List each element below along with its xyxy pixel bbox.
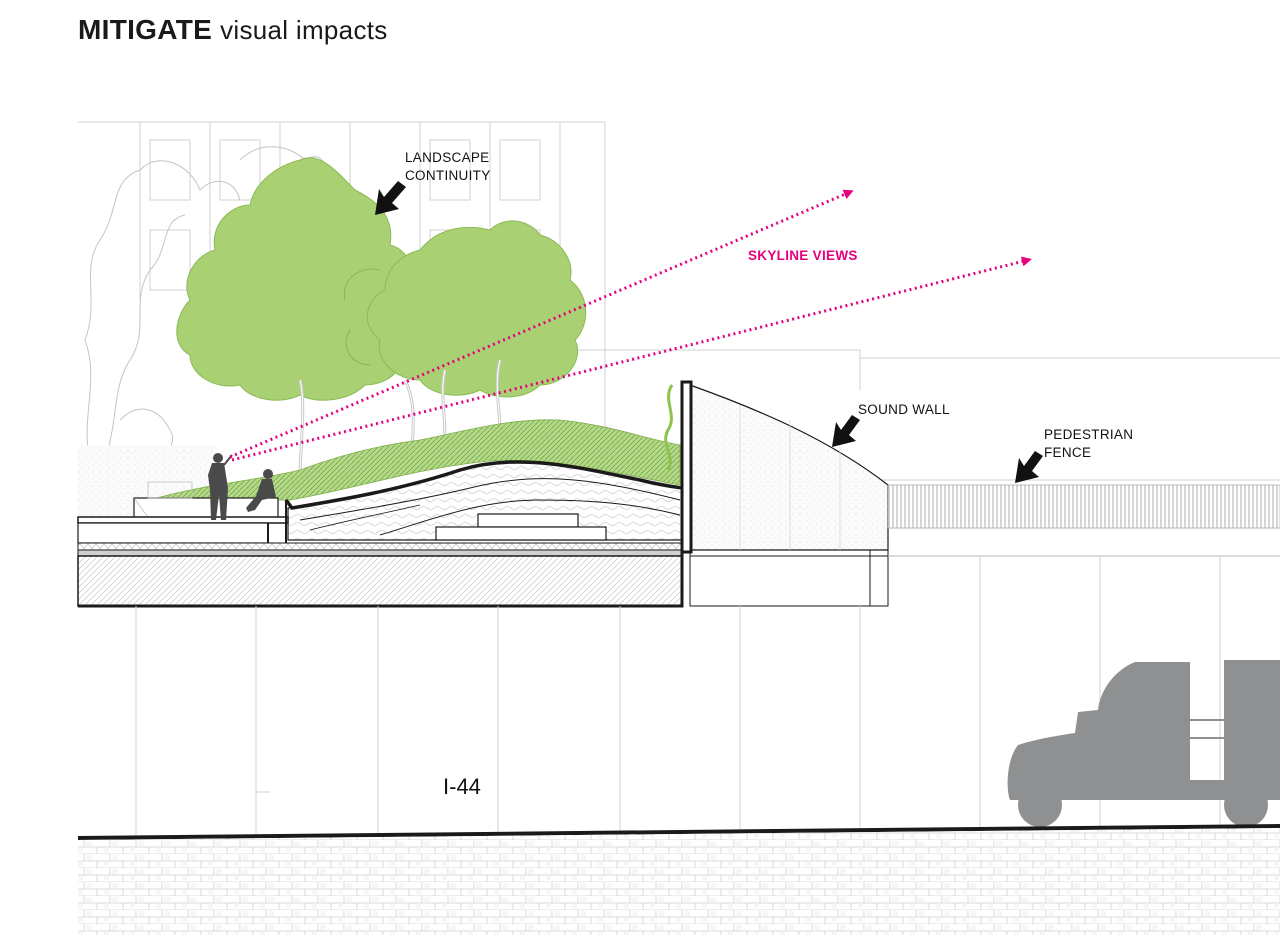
pedestrian-fence: [887, 484, 1280, 529]
seated-person-head: [263, 469, 273, 479]
people: [208, 453, 276, 520]
raised-step-upper: [477, 513, 579, 528]
ground-fill: [78, 828, 1280, 935]
label-sound-wall: SOUND WALL: [858, 402, 950, 417]
tree-canopy-right: [366, 220, 587, 398]
skyline-sightlines: [229, 189, 1032, 462]
raised-step-lower: [435, 526, 607, 541]
standing-person: [208, 463, 228, 520]
label-fence-line2: FENCE: [1044, 445, 1091, 460]
label-highway: I-44: [443, 774, 481, 799]
gray-slab: [77, 549, 683, 557]
arrow-landscape: [375, 181, 406, 215]
arrow-fence: [1015, 451, 1043, 483]
title-bold: MITIGATE: [78, 14, 213, 45]
green-berm-back: [149, 419, 681, 501]
tree-canopy-left: [176, 157, 416, 401]
sound-wall: [680, 380, 889, 607]
standing-person-head: [213, 453, 223, 463]
title-light: visual impacts: [220, 15, 388, 45]
label-landscape-line1: LANDSCAPE: [405, 150, 489, 165]
label-landscape-line2: CONTINUITY: [405, 168, 491, 183]
label-fence-line1: PEDESTRIAN: [1044, 427, 1133, 442]
vine: [664, 384, 674, 471]
mound-top-edge: [284, 460, 683, 510]
plaza-deck: [77, 481, 289, 544]
deck-structure: [77, 555, 683, 607]
road-surface: [77, 824, 1280, 840]
arrow-sound-wall: [832, 415, 860, 447]
cross-hatch-layer: [77, 542, 683, 551]
tree-canopy-overlap-outline: [343, 268, 381, 366]
trees: [176, 157, 587, 471]
truck: [1007, 660, 1280, 827]
callout-arrows: [375, 181, 1043, 483]
label-skyline-views: SKYLINE VIEWS: [748, 248, 858, 263]
seated-person: [246, 479, 276, 512]
